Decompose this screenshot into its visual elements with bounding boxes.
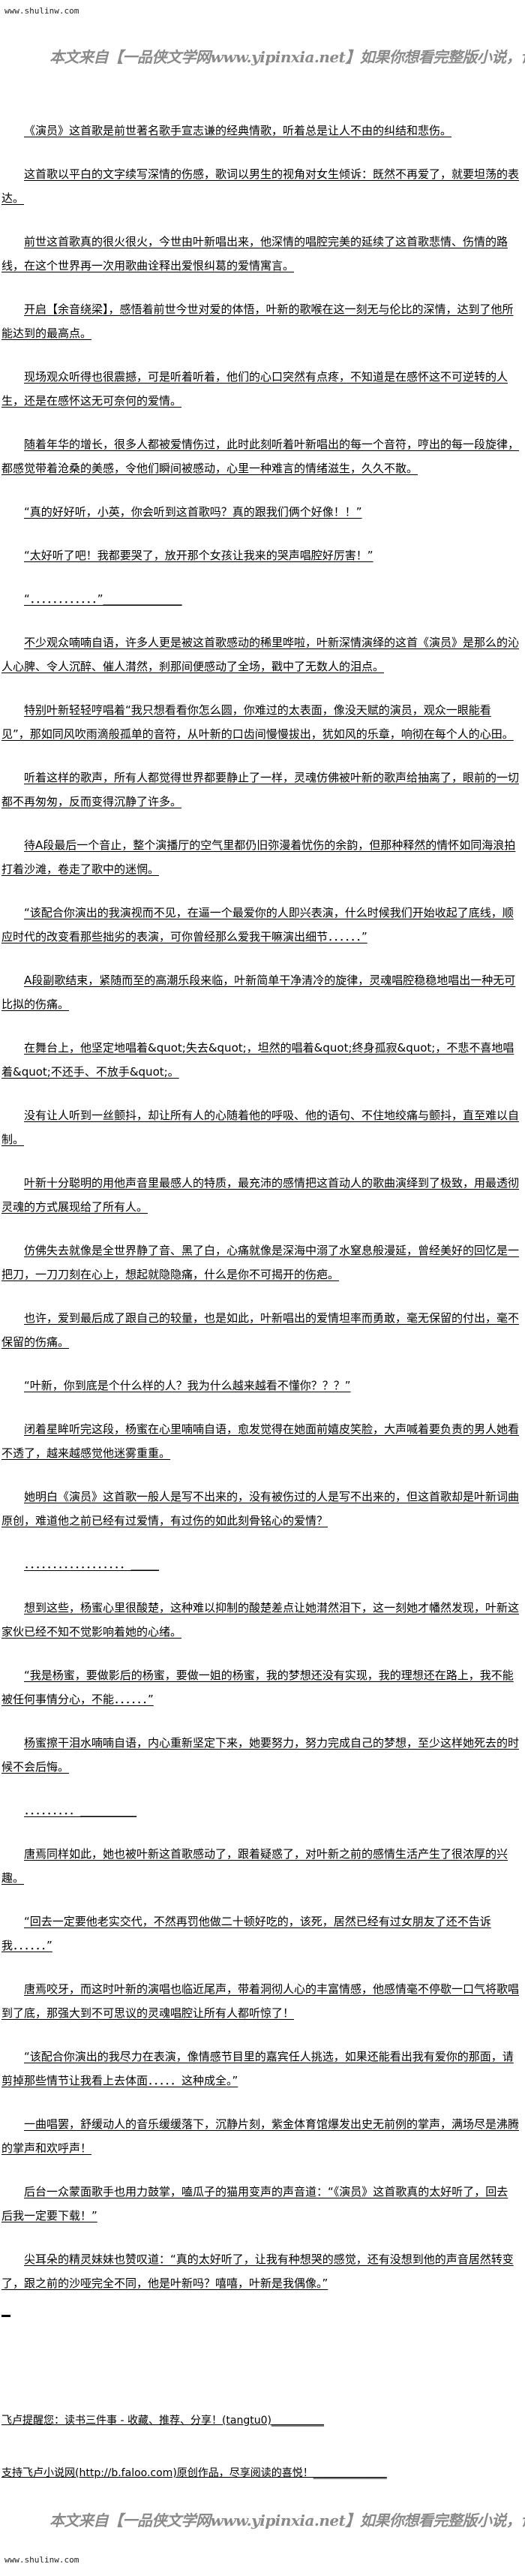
article-paragraph: ．．．．．．．．．__________: [24, 1804, 137, 1817]
article-paragraph: 她明白《演员》这首歌一般人是写不出来的，没有被伤过的人是写不出来的，但这首歌却是…: [2, 1490, 520, 1527]
article-paragraph: 《演员》这首歌是前世著名歌手宣志谦的经典情歌，听着总是让人不由的纠结和悲伤。: [24, 124, 452, 137]
article-paragraph: 唐焉咬牙，而这时叶新的演唱也临近尾声，带着洞彻人心的丰富情感，他感情毫不停歇一口…: [2, 1982, 520, 2020]
support-link[interactable]: 支持飞卢小说网(http://b.faloo.com)原创作品，尽享阅读的喜悦！…: [2, 2467, 387, 2479]
article-paragraph: 现场观众听得也很震撼，可是听着听着，他们的心口突然有点疼，不知道是在感怀这不可逆…: [2, 370, 508, 408]
article-paragraph: 尖耳朵的精灵妹妹也赞叹道：“真的太好听了，让我有种想哭的感觉，还有没想到他的声音…: [2, 2252, 514, 2290]
article-paragraph: 特别叶新轻轻哼唱着“我只想看看你怎么圆，你难过的太表面，像没天赋的演员，观众一眼…: [2, 703, 514, 741]
source-banner-bottom: 本文来自【一品侠文学网www.yipinxia.net】如果你想看完整版小说，请: [50, 2511, 525, 2529]
article-paragraph: 唐焉同样如此，她也被叶新这首歌感动了，跟着疑惑了，对叶新之前的感情生活产生了很浓…: [2, 1847, 508, 1885]
article-paragraph: 没有让人听到一丝颤抖，却让所有人的心随着他的呼吸、他的语句、不住地绞痛与颤抖，直…: [2, 1109, 520, 1146]
article-paragraph: ．．．．．．．．．．．．．．．．．．_____: [24, 1557, 160, 1571]
footer-notes: 飞卢提醒您：读书三件事 - 收藏、推荐、分享！(tangtu0)________…: [2, 2413, 519, 2518]
article-paragraph: 杨蜜擦干泪水喃喃自语，内心重新坚定下来，她要努力，努力完成自己的梦想，至少这样她…: [2, 1736, 520, 1774]
separator-mark: [2, 2315, 10, 2317]
article-paragraph: 想到这些，杨蜜心里很酸楚，这种难以抑制的酸楚差点让她潸然泪下，这一刻她才幡然发现…: [2, 1601, 520, 1639]
article-paragraph: “叶新，你到底是个什么样的人？我为什么越来越看不懂你？？？”: [24, 1379, 351, 1392]
article-body: 《演员》这首歌是前世著名歌手宣志谦的经典情歌，听着总是让人不由的纠结和悲伤。这首…: [2, 119, 519, 2340]
article-paragraph: 也许，爱到最后成了跟自己的较量，也是如此，叶新唱出的爱情坦率而勇敢，毫无保留的付…: [2, 1311, 520, 1349]
article-paragraph: 不少观众喃喃自语，许多人更是被这首歌感动的稀里哗啦，叶新深情演绎的这首《演员》是…: [2, 636, 520, 673]
article-paragraph: 在舞台上，他坚定地唱着&quot;失去&quot;，坦然的唱着&quot;终身孤…: [2, 1041, 514, 1079]
article-paragraph: 一曲唱罢，舒缓动人的音乐缓缓落下，沉静片刻，紫金体育馆爆发出史无前例的掌声，满场…: [2, 2117, 520, 2155]
source-banner-top: 本文来自【一品侠文学网www.yipinxia.net】如果你想看完整版小说，请: [50, 48, 525, 66]
article-paragraph: 开启【余音绕梁】，感悟着前世今世对爱的体悟，叶新的歌喉在这一刻无与伦比的深情，达…: [2, 302, 514, 340]
article-paragraph: “太好听了吧！我都要哭了，放开那个女孩让我来的哭声唱腔好厉害！”: [24, 549, 374, 562]
article-paragraph: 仿佛失去就像是全世界静了音、黑了白，心痛就像是深海中溺了水窒息般漫延，曾经美好的…: [2, 1244, 520, 1281]
site-domain-bottom: www.shulinw.com: [4, 2555, 80, 2565]
article-paragraph: “该配合你演出的我演视而不见，在逼一个最爱你的人即兴表演，什么时候我们开始收起了…: [2, 906, 514, 943]
article-paragraph: 闭着星眸听完这段，杨蜜在心里喃喃自语，愈发觉得在她面前嬉皮笑脸，大声喊着要负责的…: [2, 1422, 520, 1460]
reminder-link[interactable]: 飞卢提醒您：读书三件事 - 收藏、推荐、分享！(tangtu0)________…: [2, 2415, 324, 2427]
article-paragraph: “回去一定要他老实交代，不然再罚他做二十顿好吃的，该死，居然已经有过女朋友了还不…: [2, 1915, 491, 1952]
article-paragraph: 前世这首歌真的很火很火，今世由叶新唱出来，他深情的唱腔完美的延续了这首歌悲情、伤…: [2, 235, 508, 272]
article-paragraph: “真的好好听，小英，你会听到这首歌吗？真的跟我们俩个好像！！”: [24, 505, 362, 519]
article-paragraph: 待A段最后一个音止，整个演播厅的空气里都仍旧弥漫着忧伤的余韵，但那种释然的情怀如…: [2, 838, 516, 876]
article-paragraph: 叶新十分聪明的用他声音里最感人的特质，最充沛的感情把这首动人的歌曲演绎到了极致，…: [2, 1176, 520, 1214]
article-paragraph: “该配合你演出的我尽力在表演，像情感节目里的嘉宾任人挑选，如果还能看出我有爱你的…: [2, 2050, 514, 2087]
article-paragraph: 听着这样的歌声，所有人都觉得世界都要静止了一样，灵魂仿佛被叶新的歌声给抽离了，眼…: [2, 771, 520, 808]
article-paragraph: “．．．．．．．．．．．．”______________: [24, 592, 182, 606]
article-paragraph: A段副歌结束，紧随而至的高潮乐段来临，叶新简单干净清冷的旋律，灵魂唱腔稳稳地唱出…: [2, 974, 516, 1011]
article-paragraph: 这首歌以平白的文字续写深情的伤感，歌词以男生的视角对女生倾诉：既然不再爱了，就要…: [2, 167, 520, 205]
article-paragraph: “我是杨蜜，要做影后的杨蜜，要做一姐的杨蜜，我的梦想还没有实现，我的理想还在路上…: [2, 1669, 514, 1706]
article-paragraph: 后台一众蒙面歌手也用力鼓掌，嗑瓜子的猫用变声的声音道：“《演员》这首歌真的太好听…: [2, 2185, 508, 2222]
article-paragraph: 随着年华的增长，很多人都被爱情伤过，此时此刻听着叶新唱出的每一个音符，哼出的每一…: [2, 438, 520, 475]
site-domain-top: www.shulinw.com: [4, 6, 80, 16]
